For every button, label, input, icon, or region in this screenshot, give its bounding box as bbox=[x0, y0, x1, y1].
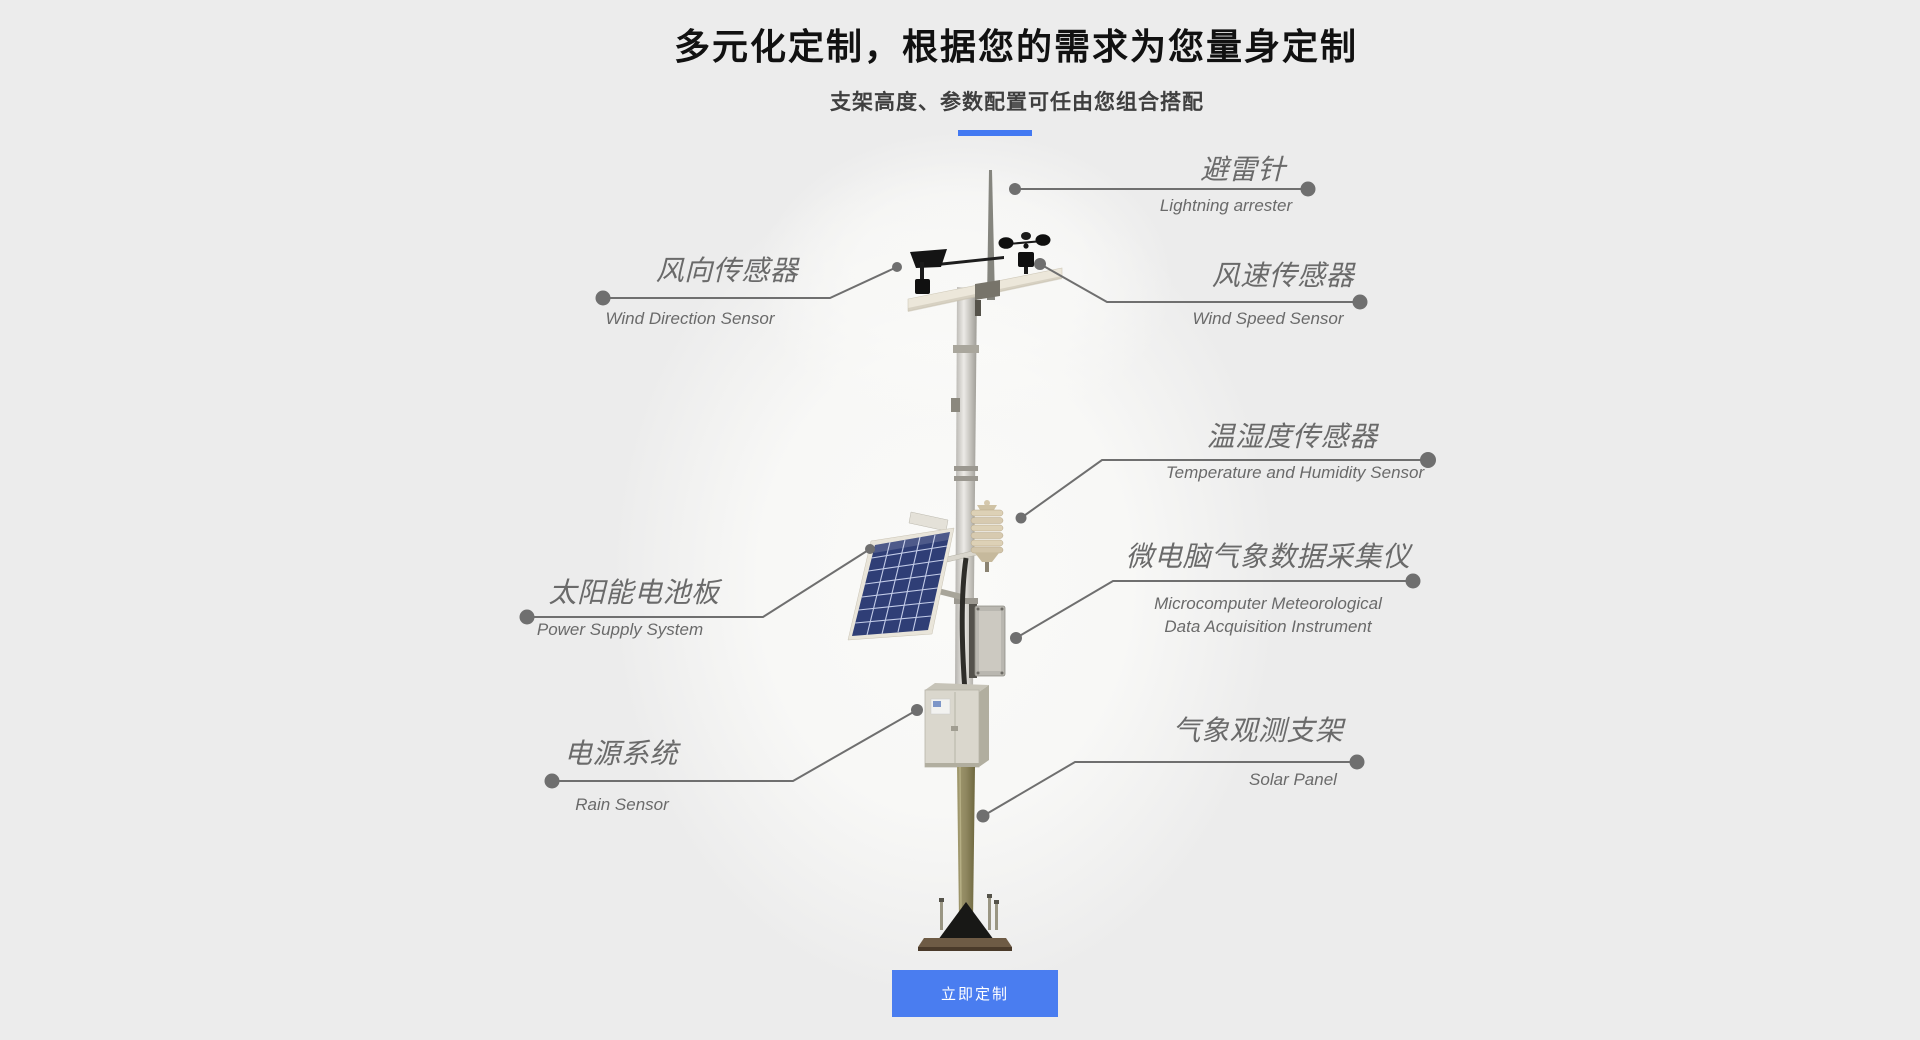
label-power-system-zh: 电源系统 bbox=[563, 738, 679, 769]
lightning-rod bbox=[987, 170, 995, 300]
wind-vane-sensor bbox=[910, 249, 1004, 294]
pole-base bbox=[918, 766, 1012, 951]
page-subtitle: 支架高度、参数配置可任由您组合搭配 bbox=[830, 91, 1204, 114]
leader-line-power-system bbox=[552, 709, 918, 782]
anchor-dots bbox=[519, 181, 1436, 823]
data-logger-box bbox=[959, 557, 1006, 693]
label-solar-panel-en: Power Supply System bbox=[536, 620, 704, 639]
label-microcomputer-zh: 微电脑气象数据采集仪 bbox=[1125, 541, 1411, 572]
label-wind-speed-zh: 风速传感器 bbox=[1211, 260, 1355, 291]
label-wind-direction-zh: 风向传感器 bbox=[655, 255, 799, 286]
label-observation-bracket-zh: 气象观测支架 bbox=[1172, 715, 1344, 746]
solar-panel bbox=[847, 511, 962, 641]
label-wind-direction-en: Wind Direction Sensor bbox=[605, 309, 775, 328]
label-observation-bracket-en: Solar Panel bbox=[1249, 770, 1337, 789]
label-wind-speed-en: Wind Speed Sensor bbox=[1192, 309, 1344, 328]
radiation-shield bbox=[946, 500, 1004, 572]
leader-line-solar-panel bbox=[527, 548, 871, 618]
crossarm bbox=[907, 267, 1063, 316]
leader-line-bracket bbox=[982, 761, 1357, 817]
battery-box bbox=[924, 683, 989, 768]
leader-line-temp-humidity bbox=[1020, 459, 1428, 519]
leader-line-wind-speed bbox=[1039, 263, 1360, 303]
wind-speed-sensor-cups bbox=[998, 232, 1051, 274]
label-temp-humidity-en: Temperature and Humidity Sensor bbox=[1165, 463, 1425, 482]
label-temp-humidity-zh: 温湿度传感器 bbox=[1206, 421, 1378, 452]
label-solar-panel-zh: 太阳能电池板 bbox=[548, 577, 720, 608]
label-lightning-arrester-zh: 避雷针 bbox=[1200, 154, 1286, 185]
leader-line-wind-direction bbox=[603, 266, 898, 299]
label-lightning-arrester-en: Lightning arrester bbox=[1159, 196, 1293, 215]
photo-background-halo bbox=[610, 130, 1280, 1000]
accent-underline bbox=[958, 130, 1032, 136]
customize-now-button[interactable]: 立即定制 bbox=[892, 970, 1058, 1017]
page-title: 多元化定制，根据您的需求为您量身定制 bbox=[673, 26, 1359, 67]
weather-station-illustration bbox=[847, 170, 1063, 951]
leader-line-microcomputer bbox=[1015, 580, 1413, 639]
label-power-system-en: Rain Sensor bbox=[575, 795, 669, 814]
label-microcomputer-en-line2: Data Acquisition Instrument bbox=[1164, 617, 1372, 636]
label-microcomputer-en: Microcomputer Meteorological Data Acquis… bbox=[1154, 592, 1382, 638]
label-microcomputer-en-line1: Microcomputer Meteorological bbox=[1154, 594, 1382, 613]
